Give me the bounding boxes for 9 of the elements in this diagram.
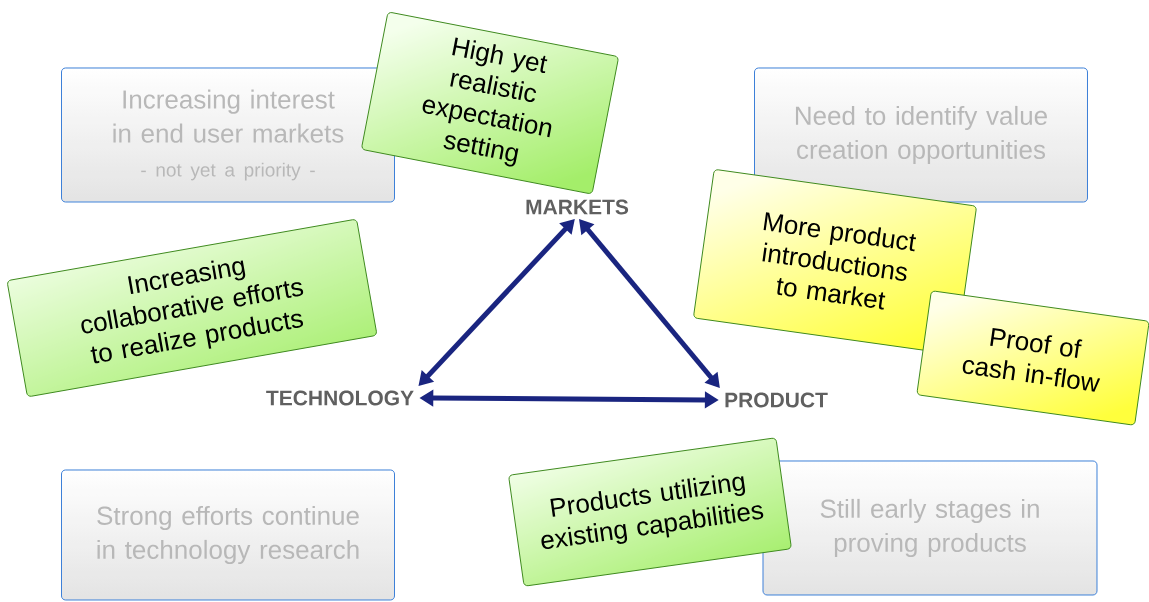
corner-label: PRODUCT: [725, 392, 828, 408]
highlight-card: More product introductions to market: [693, 169, 977, 355]
note-box: Strong efforts continue in technology research: [61, 469, 395, 601]
arrow: [579, 219, 720, 388]
highlight-card: Products utilizing existing capabilities: [508, 437, 792, 587]
corner-label: MARKETS: [526, 199, 629, 215]
note-box: Need to identify value creation opportunities: [754, 67, 1088, 203]
highlight-card: Proof of cash in-flow: [916, 290, 1149, 426]
highlight-card: High yet realistic expectation setting: [361, 12, 619, 194]
